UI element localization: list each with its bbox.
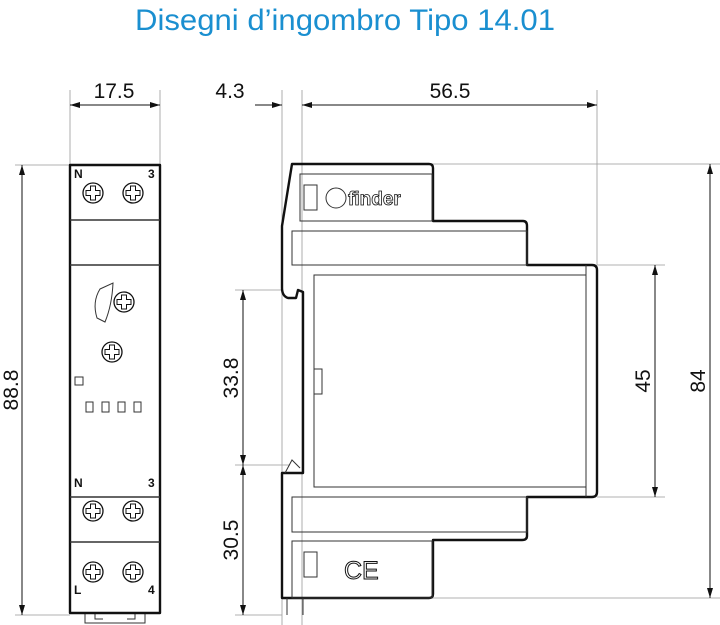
dim-front-face-height: 45 xyxy=(632,369,655,392)
terminal-label: 4 xyxy=(148,583,155,597)
screw-terminal-icon xyxy=(82,182,104,204)
front-view xyxy=(68,163,162,624)
adjust-screw-icon xyxy=(101,341,123,363)
side-view: finder CE xyxy=(280,162,599,615)
terminal-label: N xyxy=(74,476,83,490)
screw-terminal-icon xyxy=(122,561,144,583)
terminal-label: 3 xyxy=(148,476,155,490)
finder-logo-icon xyxy=(325,187,347,209)
terminal-label: N xyxy=(74,167,83,181)
dimension-lines xyxy=(19,102,713,615)
screw-terminal-icon xyxy=(122,500,144,522)
dim-depth: 56.5 xyxy=(430,80,471,103)
led-indicator-icon xyxy=(74,376,84,386)
dim-upper-rail: 33.8 xyxy=(220,358,243,399)
screw-terminal-icon xyxy=(122,182,144,204)
screw-terminal-icon xyxy=(82,500,104,522)
ce-mark: CE xyxy=(344,557,379,585)
screw-terminal-icon xyxy=(82,561,104,583)
dim-front-width: 17.5 xyxy=(94,80,135,103)
dim-front-height: 88.8 xyxy=(0,370,23,411)
dim-offset-depth: 4.3 xyxy=(215,80,244,103)
dim-lower-rail: 30.5 xyxy=(220,520,243,561)
terminal-label: 3 xyxy=(148,167,155,181)
page-title: Disegni d’ingombro Tipo 14.01 xyxy=(135,4,555,37)
terminal-label: L xyxy=(74,583,81,597)
adjust-screw-icon xyxy=(113,291,135,313)
adjust-knob-icon xyxy=(94,282,114,323)
brand-logo: finder xyxy=(348,189,401,210)
dim-total-height: 84 xyxy=(687,369,710,393)
